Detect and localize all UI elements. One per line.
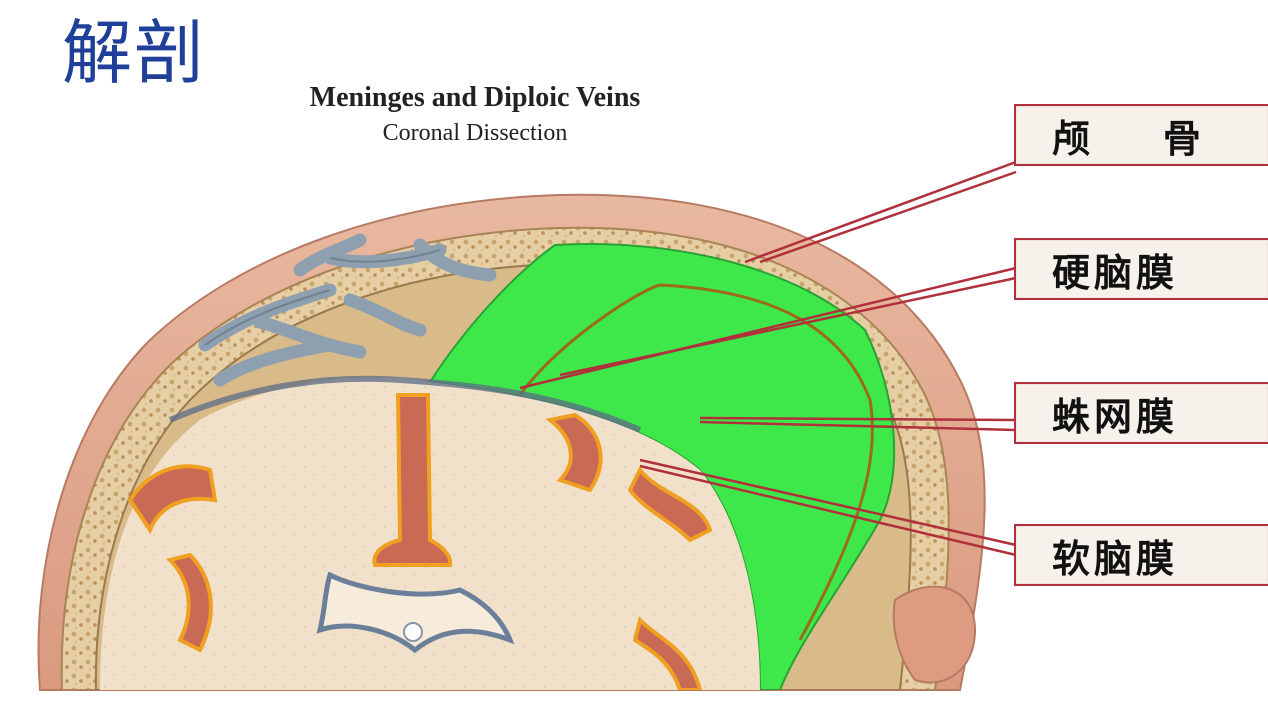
lateral-ventricle [316, 571, 515, 654]
label-pia-mater-text: 软脑膜 [1052, 536, 1179, 581]
leader-lines [519, 160, 1017, 557]
figure-subtitle: Coronal Dissection [382, 120, 568, 146]
label-dura-mater: 硬脑膜 [1014, 238, 1268, 300]
label-skull: 颅 骨 [1014, 104, 1268, 166]
label-arachnoid-text: 蛛网膜 [1052, 394, 1179, 439]
label-skull-text: 颅 骨 [1052, 116, 1205, 161]
label-pia-mater: 软脑膜 [1014, 524, 1268, 586]
label-dura-mater-text: 硬脑膜 [1052, 250, 1179, 295]
slide-title: 解剖 [62, 12, 206, 94]
figure-title: Meninges and Diploic Veins [309, 82, 641, 113]
label-arachnoid: 蛛网膜 [1014, 382, 1268, 444]
pia-mater-gyri [127, 393, 713, 690]
ear [892, 585, 977, 684]
